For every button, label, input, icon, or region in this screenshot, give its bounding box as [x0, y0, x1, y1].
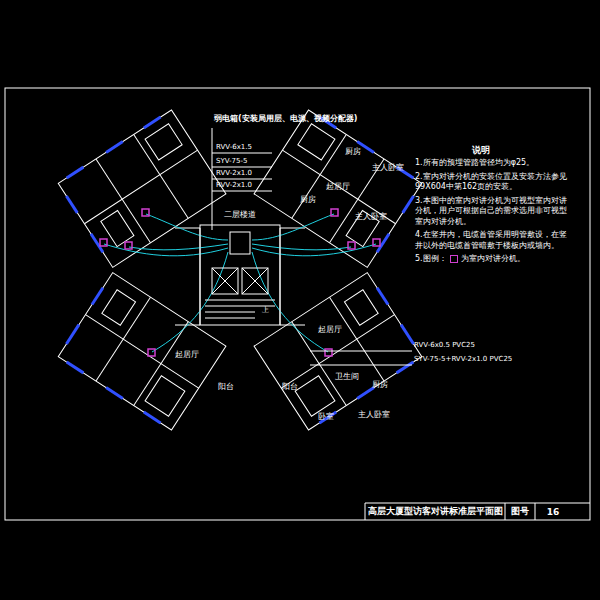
note-item: 1.所有的预埋管路管径均为φ25。: [415, 158, 570, 169]
room-label: 阳台: [282, 382, 298, 391]
room-label: 阳台: [218, 382, 234, 391]
title-block-line: [505, 503, 506, 520]
legend-text: 为室内对讲分机。: [461, 254, 525, 263]
stair-mark: 上: [262, 306, 269, 314]
room-label: 厨房: [300, 195, 316, 204]
title-block-cell: 图号: [506, 504, 534, 519]
room-label: 厨房: [372, 380, 388, 389]
room-label: 卧室: [318, 412, 334, 421]
room-label: 起居厅: [175, 350, 199, 359]
note-item: 2.室内对讲分机的安装位置及安装方法参见99X604中第162页的安装。: [415, 172, 570, 193]
room-label: 二层楼道: [224, 210, 256, 219]
room-label: 厨房: [345, 147, 361, 156]
cable-label: SYV-75-5: [216, 157, 248, 165]
core: [200, 225, 280, 325]
room-label: 起居厅: [326, 182, 350, 191]
cable-label: RVV-6x1.5: [216, 143, 252, 151]
drawing-frame: [5, 88, 590, 520]
riser-leader: [212, 128, 412, 365]
title-block-line: [365, 503, 366, 520]
room-label: 起居厅: [318, 325, 342, 334]
legend-heading: 5.图例：: [415, 254, 447, 263]
notes-heading: 说明: [472, 145, 490, 155]
note-item: 3.本图中的室内对讲分机为可视型室内对讲分机，用户可根据自己的需求选用非可视型室…: [415, 196, 570, 228]
title-block-cell: 16: [536, 504, 570, 519]
legend-row: 5.图例： 为室内对讲分机。: [415, 254, 570, 265]
cable-label: SYV-75-5+RVV-2x1.0 PVC25: [414, 355, 512, 363]
intercom-symbol: [450, 255, 458, 263]
cable-label: RVV-6x0.5 PVC25: [414, 341, 475, 349]
riser-box-label: 弱电箱(安装局用层、电源、视频分配器): [214, 114, 357, 123]
room-label: 主人卧室: [358, 410, 390, 419]
notes-panel: 1.所有的预埋管路管径均为φ25。 2.室内对讲分机的安装位置及安装方法参见99X…: [415, 158, 570, 268]
room-label: 主人卧室: [355, 212, 387, 221]
cable-label: RVV-2x1.0: [216, 169, 252, 177]
drawing-title: 高层大厦型访客对讲标准层平面图: [366, 504, 504, 519]
note-item: 4.在竖井内，电缆首管采用明管敷设，在竖井以外的电缆首管暗敷于楼板内或墙内。: [415, 230, 570, 251]
room-label: 卫生间: [335, 372, 359, 381]
room-label: 主人卧室: [372, 163, 404, 172]
building-wings: [58, 110, 421, 430]
title-block-line: [365, 503, 590, 504]
cable-label: RVV-2x1.0: [216, 181, 252, 189]
title-block-line: [535, 503, 536, 520]
